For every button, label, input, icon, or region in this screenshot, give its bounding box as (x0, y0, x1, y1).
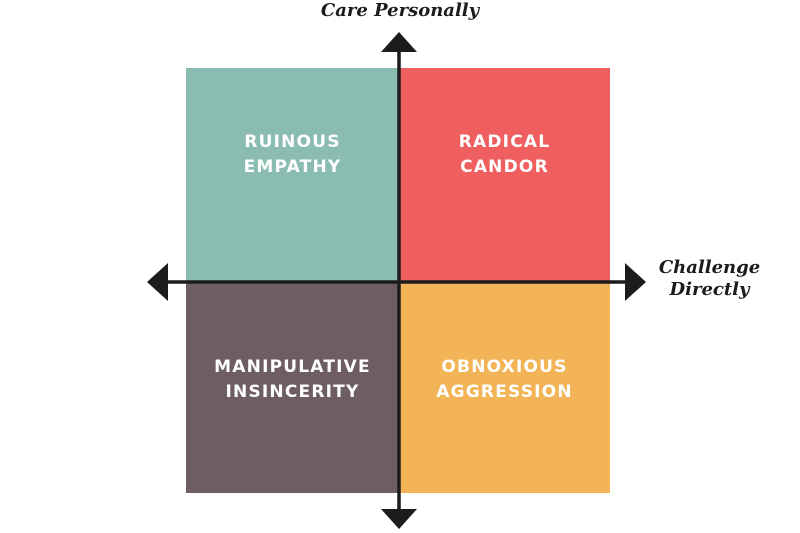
quadrant-label: RADICAL CANDOR (459, 130, 551, 180)
arrow-up-icon (381, 32, 417, 52)
quadrant-label-line1: RADICAL (458, 131, 551, 152)
quadrant-label-line2: CANDOR (460, 156, 549, 177)
y-axis-label: Care Personally (320, 0, 480, 21)
quadrant-label-line1: MANIPULATIVE (214, 356, 371, 377)
quadrant-radical-candor: RADICAL CANDOR (399, 68, 610, 281)
quadrant-ruinous-empathy: RUINOUS EMPATHY (186, 68, 399, 281)
quadrant-label: MANIPULATIVE INSINCERITY (214, 355, 371, 405)
quadrant-label-line2: EMPATHY (243, 156, 342, 177)
quadrant-label-line1: OBNOXIOUS (441, 356, 568, 377)
quadrant-label: RUINOUS EMPATHY (244, 130, 342, 180)
quadrant-label-line2: INSINCERITY (225, 381, 360, 402)
arrow-right-icon (625, 263, 646, 301)
quadrant-obnoxious-aggression: OBNOXIOUS AGGRESSION (399, 281, 610, 493)
quadrant-manipulative-insincerity: MANIPULATIVE INSINCERITY (186, 281, 399, 493)
arrow-left-icon (147, 263, 168, 301)
quadrant-label: OBNOXIOUS AGGRESSION (436, 355, 573, 405)
x-axis-label: Challenge Directly (652, 257, 767, 301)
arrow-down-icon (381, 509, 417, 529)
x-axis-label-line2: Directly (669, 279, 750, 300)
x-axis-label-line1: Challenge (658, 257, 761, 278)
quadrant-label-line1: RUINOUS (244, 131, 341, 152)
quadrant-label-line2: AGGRESSION (436, 381, 573, 402)
